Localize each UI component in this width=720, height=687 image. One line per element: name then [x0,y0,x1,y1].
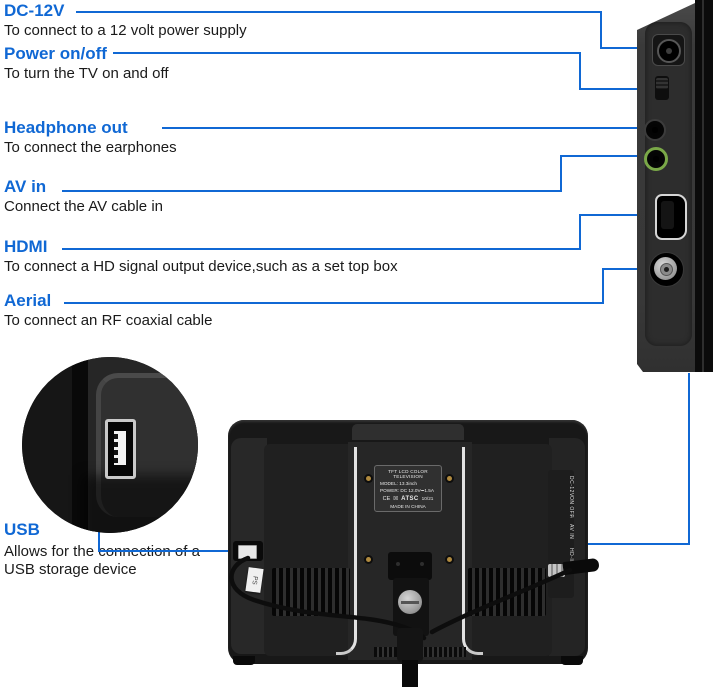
tv-foot-left [233,656,255,665]
tv-back-photo: TFT LCD COLOR TELEVISION MODEL: 13.3inch… [228,418,600,687]
plate-title: TFT LCD COLOR TELEVISION [388,469,428,479]
tv-side-panel-photo [605,0,720,378]
plate-date-code: 10/21 [421,496,434,501]
weee-bin-icon: ☒ [393,495,399,502]
leader-line-dc12v-v [600,11,602,49]
leader-line-usb-v [98,532,100,552]
callout-title-headphone: Headphone out [4,118,128,137]
leader-line-hdmi-end [579,214,655,216]
inset-shadow [82,475,198,533]
leader-line-aerial-end [602,268,650,270]
callout-desc-hdmi: To connect a HD signal output device,suc… [4,258,398,275]
power-cable-connector [397,628,423,662]
leader-line-headphone [162,127,644,129]
plate-origin: MADE IN CHINA [390,504,426,509]
usb-port-tongue [114,431,126,465]
usb-contact-1 [114,434,118,439]
callout-title-hdmi: HDMI [4,237,48,256]
strip-label-onoff: ON OFF [568,496,574,518]
strip-label-avin: AV IN [568,524,574,540]
callout-desc-usb: Allows for the connection of a USB stora… [4,543,200,579]
leader-line-avin-v [560,155,562,192]
leader-line-power-end [579,88,648,90]
callout-title-dc12v: DC-12V [4,1,65,20]
headphone-jack-hole [652,127,658,133]
bracket-screw-left [396,562,400,566]
callout-title-avin: AV in [4,177,47,196]
av-jack-hole [653,156,659,162]
dc-jack-pin [666,48,672,54]
callout-desc-dc12v: To connect to a 12 volt power supply [4,22,247,39]
screw-top-left [364,474,373,483]
inset-bezel-dark [22,357,72,533]
tv-foot-right [561,656,583,665]
screw-bottom-left [364,555,373,564]
ce-mark: CE [382,495,391,502]
side-panel-port-recess [645,22,692,346]
side-panel-front-edge [695,0,713,372]
usb-port-closeup-inset [22,357,198,533]
usb-port-closeup-icon [105,419,136,479]
spec-label-plate: TFT LCD COLOR TELEVISION MODEL: 13.3inch… [374,465,442,512]
coax-cable-path [429,567,573,635]
strip-headphone-icon: ∩ [568,515,574,520]
stand-thumb-screw [398,590,422,614]
leader-line-hdmi-v [579,214,581,250]
av-in-jack-icon [644,147,668,171]
callout-title-aerial: Aerial [4,291,52,310]
callout-desc-aerial: To connect an RF coaxial cable [4,312,213,329]
atsc-logo: ATSC [401,495,419,502]
panel-link-line-h [572,543,690,545]
usb-contact-2 [114,442,118,447]
plate-power: POWER: DC 12.0V⎓1.5A [380,488,435,493]
stand-wire-right [462,447,483,655]
usb-cable-path [229,555,427,641]
leader-line-dc12v [76,11,602,13]
stand-top-bar [352,424,464,440]
leader-line-usb [98,550,232,552]
screw-top-right [445,474,454,483]
headphone-jack-icon [644,119,666,141]
callout-desc-headphone: To connect the earphones [4,139,177,156]
stand-wire-left [336,447,357,655]
stand-mount-bracket [388,552,432,580]
callout-title-power: Power on/off [4,44,107,63]
screw-bottom-right [445,555,454,564]
usb-contact-3 [114,450,118,455]
callout-desc-avin: Connect the AV cable in [4,198,163,215]
side-panel-edge-line [702,0,704,372]
hdmi-port-tongue [661,201,674,229]
strip-label-dc: DC-12V [568,476,574,497]
leader-line-power [113,52,581,54]
bracket-screw-right [420,562,424,566]
plate-model: MODEL: 13.3inch [380,481,417,486]
plate-cert-row: CE ☒ ATSC 10/21 [375,496,441,502]
panel-link-line-v [688,373,690,545]
coax-center-hole [664,267,669,272]
power-cable [402,660,418,687]
power-switch-knob [656,78,668,89]
callout-desc-power: To turn the TV on and off [4,65,169,82]
leader-line-avin-end [560,155,646,157]
leader-line-aerial [64,302,604,304]
leader-line-power-v [579,52,581,90]
leader-line-aerial-v [602,268,604,304]
leader-line-avin [62,190,562,192]
usb-contact-4 [114,458,118,463]
leader-line-dc12v-end [600,47,657,49]
leader-line-hdmi [62,248,581,250]
strip-label-hdin: HD-IN [568,548,574,565]
